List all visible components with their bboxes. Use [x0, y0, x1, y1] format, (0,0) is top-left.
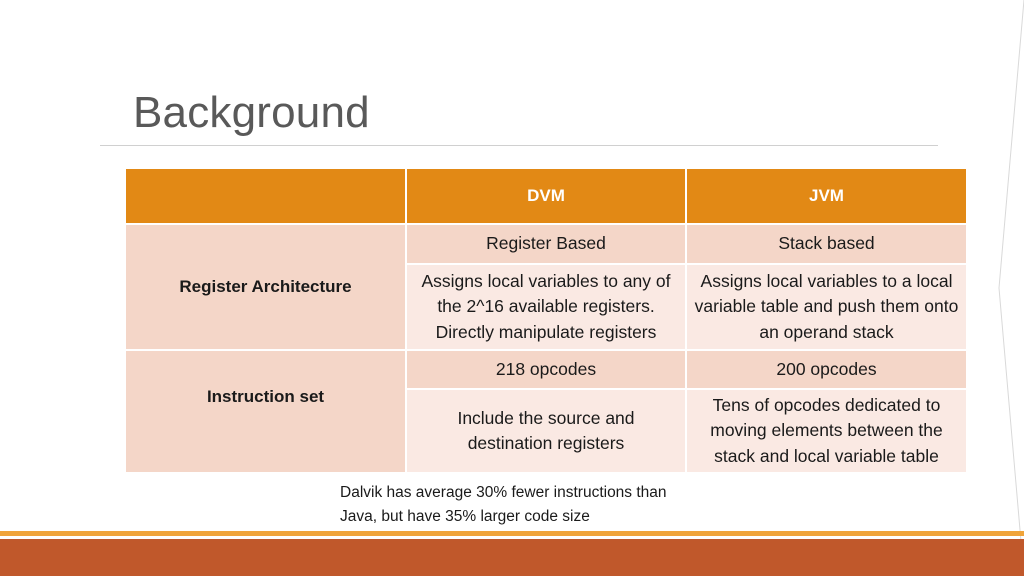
table-header-row: DVM JVM: [124, 167, 968, 225]
table-row: Register Architecture Register Based Sta…: [124, 223, 968, 351]
footer-band: [0, 539, 1024, 576]
jvm-register-detail-cell: Assigns local variables to a local varia…: [685, 263, 968, 351]
table-row: Assigns local variables to any of the 2^…: [125, 263, 968, 351]
dvm-instruction-detail-cell: Include the source and destination regis…: [405, 388, 687, 474]
header-jvm: JVM: [685, 167, 968, 225]
footnote: Dalvik has average 30% fewer instruction…: [340, 481, 667, 528]
dvm-architecture-cell: Register Based: [405, 223, 687, 265]
jvm-opcodes-cell: 200 opcodes: [685, 349, 968, 390]
table-row: Include the source and destination regis…: [125, 388, 968, 474]
header-blank-cell: [124, 167, 407, 225]
corner-chevron-decoration: [998, 0, 1024, 576]
jvm-instruction-detail-cell: Tens of opcodes dedicated to moving elem…: [685, 388, 968, 474]
title-divider: [100, 145, 938, 146]
jvm-architecture-cell: Stack based: [685, 223, 968, 265]
footer-accent-stripe: [0, 531, 1024, 536]
dvm-register-detail-cell: Assigns local variables to any of the 2^…: [405, 263, 687, 351]
header-dvm: DVM: [405, 167, 687, 225]
footnote-line: Java, but have 35% larger code size: [340, 507, 590, 525]
comparison-table: DVM JVM Register Architecture Register B…: [124, 167, 968, 474]
table-row: Instruction set 218 opcodes 200 opcodes: [124, 349, 968, 474]
footnote-line: Dalvik has average 30% fewer instruction…: [340, 484, 667, 501]
dvm-opcodes-cell: 218 opcodes: [405, 349, 687, 390]
row-label-register-architecture: Register Architecture: [124, 223, 407, 351]
slide-title: Background: [133, 88, 370, 137]
row-label-instruction-set: Instruction set: [124, 349, 407, 474]
